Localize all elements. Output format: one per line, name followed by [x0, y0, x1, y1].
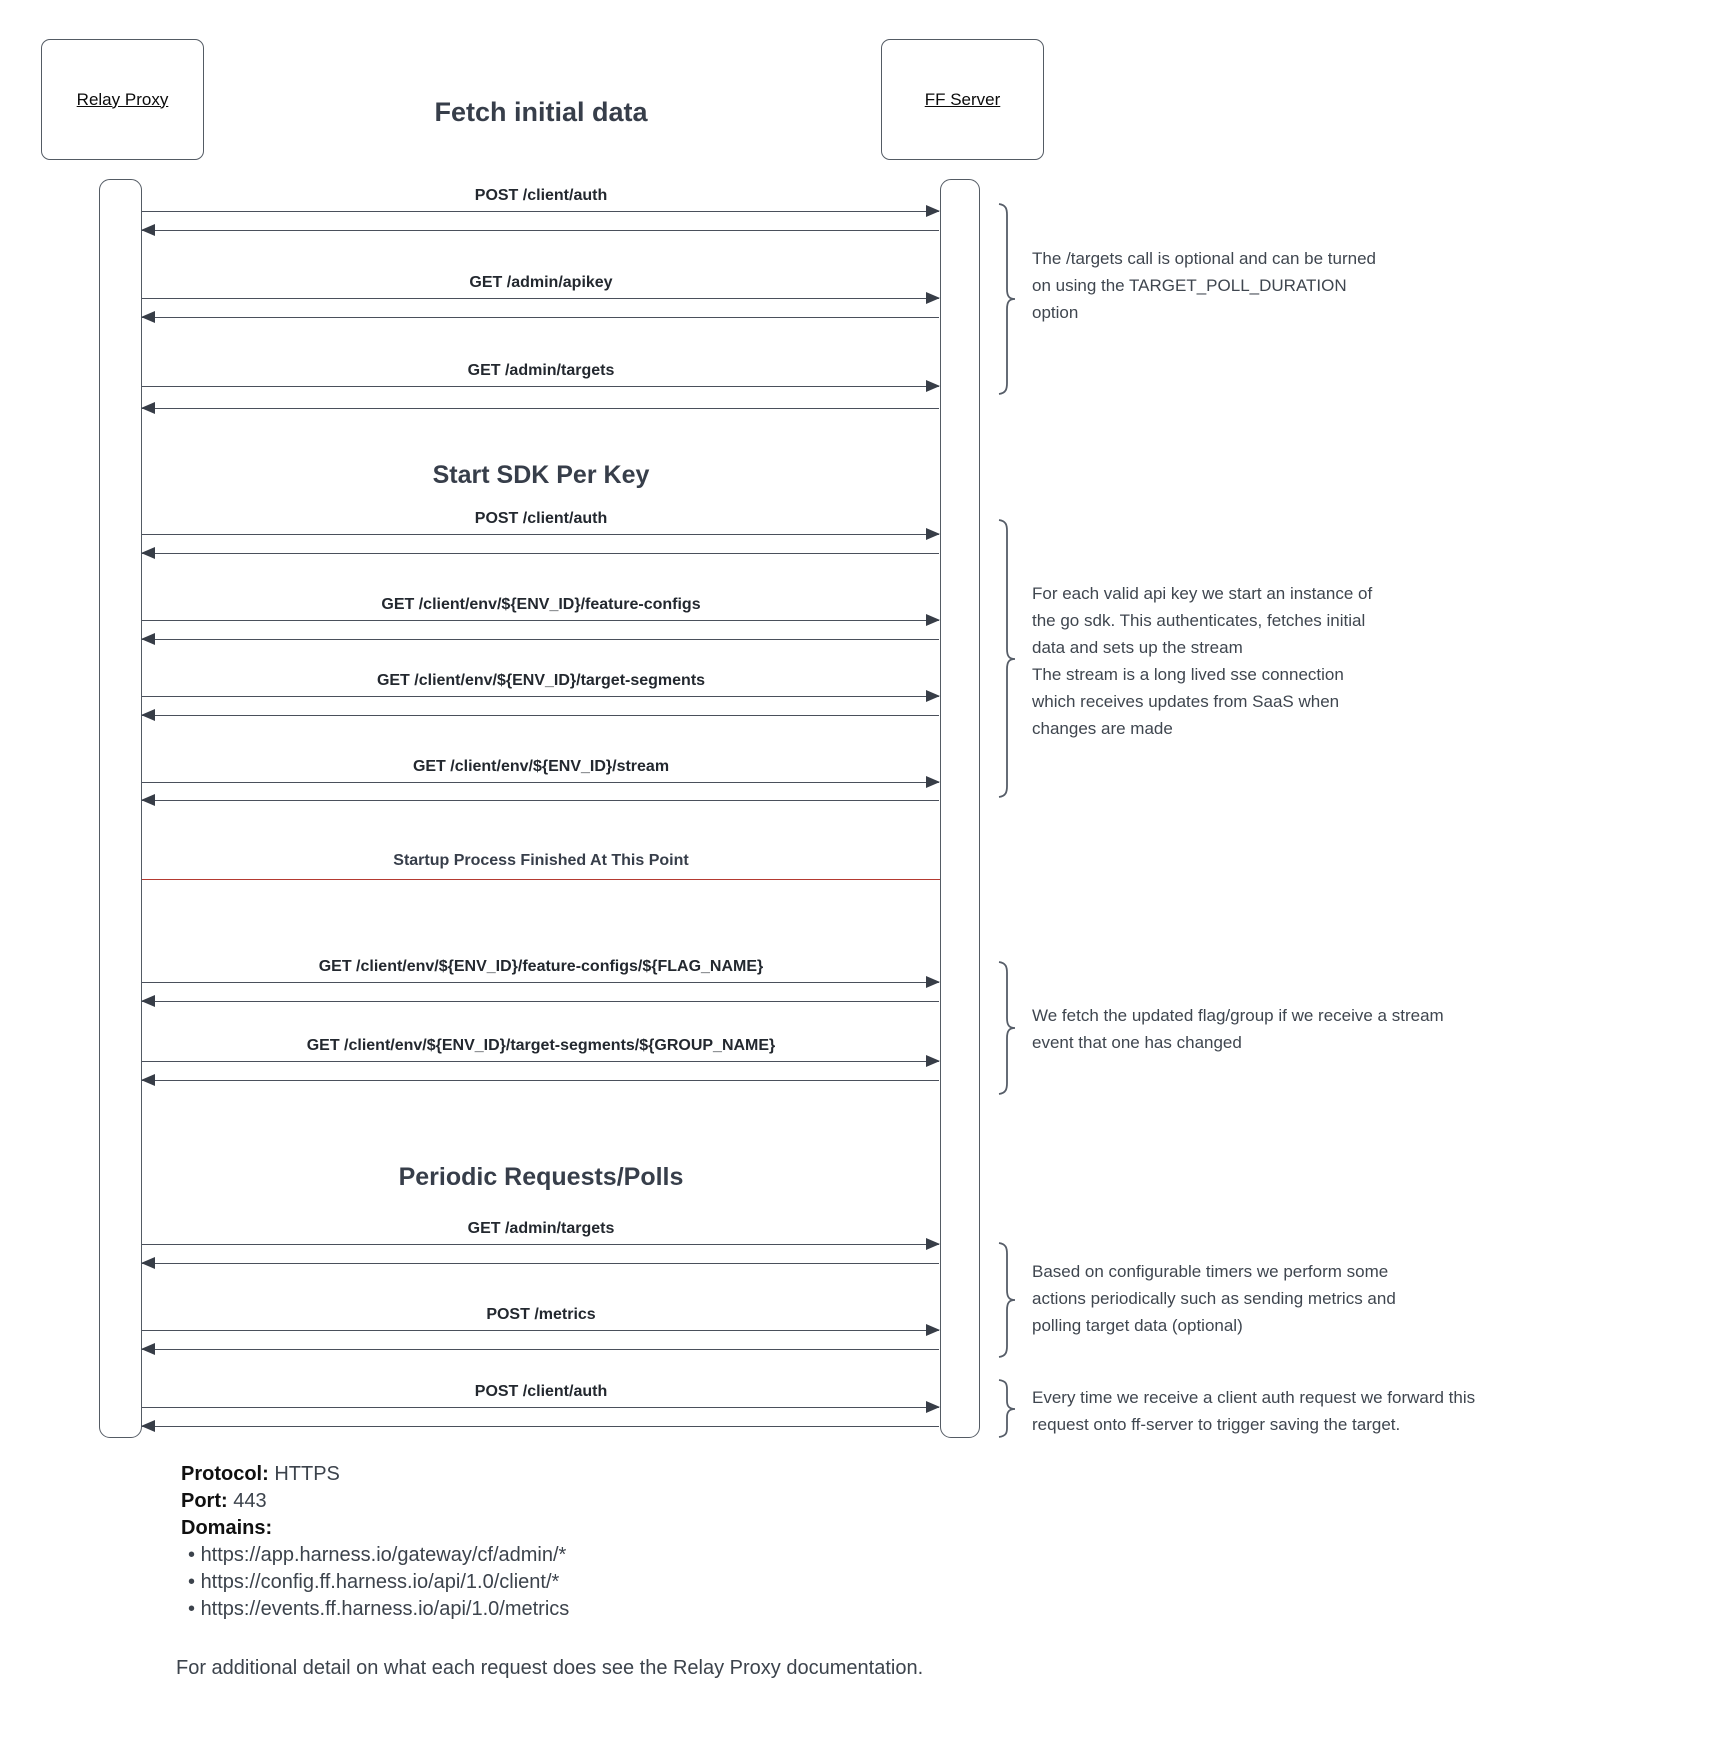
message-label: POST /client/auth	[474, 187, 608, 204]
milestone-label: Startup Process Finished At This Point	[393, 852, 689, 869]
brace-icon	[998, 1379, 1016, 1438]
response-arrow	[141, 632, 939, 645]
request-arrow	[142, 775, 940, 788]
annotation-periodic-timers: Based on configurable timers we perform …	[1032, 1262, 1396, 1335]
annotation-client-auth-forward: Every time we receive a client auth requ…	[1032, 1388, 1476, 1434]
message-label: POST /metrics	[486, 1306, 596, 1323]
domains-label: Domains:	[181, 1517, 273, 1539]
message-label: GET /client/env/${ENV_ID}/feature-config…	[318, 958, 764, 975]
response-arrow	[141, 1342, 939, 1355]
brace-icon	[998, 1242, 1016, 1358]
request-arrow	[142, 1237, 940, 1250]
request-arrow	[142, 613, 940, 626]
message-label: GET /admin/targets	[467, 1220, 615, 1237]
port-line: Port: 443	[181, 1488, 569, 1515]
actor-ff-server: FF Server	[881, 39, 1044, 160]
section-heading-periodic: Periodic Requests/Polls	[398, 1163, 684, 1191]
domains-line: Domains:	[181, 1515, 569, 1542]
section-heading-start-sdk: Start SDK Per Key	[432, 461, 650, 489]
response-arrow	[141, 708, 939, 721]
request-arrow	[142, 1323, 940, 1336]
milestone-line	[142, 879, 940, 880]
request-arrow	[142, 527, 940, 540]
brace-icon	[998, 961, 1016, 1095]
port-value: 443	[233, 1490, 267, 1512]
domain-item: https://config.ff.harness.io/api/1.0/cli…	[181, 1569, 569, 1596]
request-arrow	[142, 975, 940, 988]
annotation-sdk-per-key: For each valid api key we start an insta…	[1032, 584, 1373, 738]
connection-details: Protocol: HTTPS Port: 443 Domains: https…	[181, 1461, 569, 1623]
brace-icon	[998, 203, 1016, 395]
response-arrow	[141, 1419, 939, 1432]
protocol-value: HTTPS	[274, 1463, 340, 1485]
message-label: GET /admin/apikey	[469, 274, 613, 291]
message-label: GET /client/env/${ENV_ID}/target-segment…	[376, 672, 706, 689]
message-label: GET /client/env/${ENV_ID}/feature-config…	[381, 596, 701, 613]
actor-relay-proxy: Relay Proxy	[41, 39, 204, 160]
request-arrow	[142, 379, 940, 392]
response-arrow	[141, 223, 939, 236]
documentation-note: For additional detail on what each reque…	[176, 1657, 924, 1679]
domain-item: https://app.harness.io/gateway/cf/admin/…	[181, 1542, 569, 1569]
request-arrow	[142, 1400, 940, 1413]
port-label: Port:	[181, 1490, 228, 1512]
response-arrow	[141, 793, 939, 806]
response-arrow	[141, 1073, 939, 1086]
actor-relay-proxy-label: Relay Proxy	[76, 89, 169, 109]
response-arrow	[141, 401, 939, 414]
annotation-targets-optional: The /targets call is optional and can be…	[1032, 249, 1376, 322]
message-label: POST /client/auth	[474, 1383, 608, 1400]
lifeline-ff-server	[940, 179, 980, 1438]
actor-ff-server-label: FF Server	[924, 89, 1001, 109]
request-arrow	[142, 204, 940, 217]
response-arrow	[141, 1256, 939, 1269]
message-label: GET /client/env/${ENV_ID}/target-segment…	[306, 1037, 776, 1054]
domain-item: https://events.ff.harness.io/api/1.0/met…	[181, 1596, 570, 1623]
protocol-line: Protocol: HTTPS	[181, 1461, 569, 1488]
lifeline-relay-proxy	[99, 179, 142, 1438]
brace-icon	[998, 519, 1016, 798]
request-arrow	[142, 1054, 940, 1067]
response-arrow	[141, 310, 939, 323]
response-arrow	[141, 994, 939, 1007]
diagram-title: Fetch initial data	[434, 97, 648, 127]
message-label: GET /admin/targets	[467, 362, 615, 379]
protocol-label: Protocol:	[181, 1463, 269, 1485]
message-label: POST /client/auth	[474, 510, 608, 527]
request-arrow	[142, 689, 940, 702]
message-label: GET /client/env/${ENV_ID}/stream	[412, 758, 670, 775]
response-arrow	[141, 546, 939, 559]
request-arrow	[142, 291, 940, 304]
annotation-stream-event: We fetch the updated flag/group if we re…	[1032, 1006, 1444, 1052]
